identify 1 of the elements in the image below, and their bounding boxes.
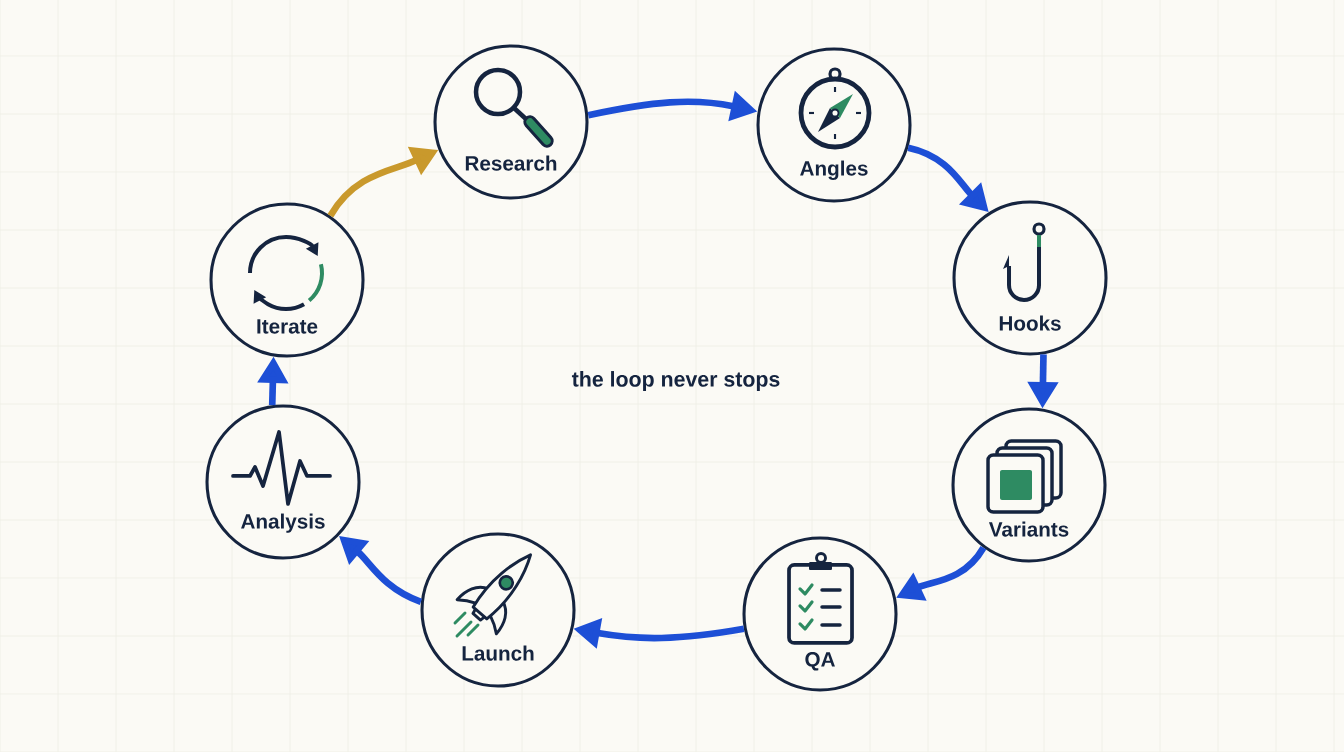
caption-text: the loop never stops bbox=[571, 371, 780, 391]
